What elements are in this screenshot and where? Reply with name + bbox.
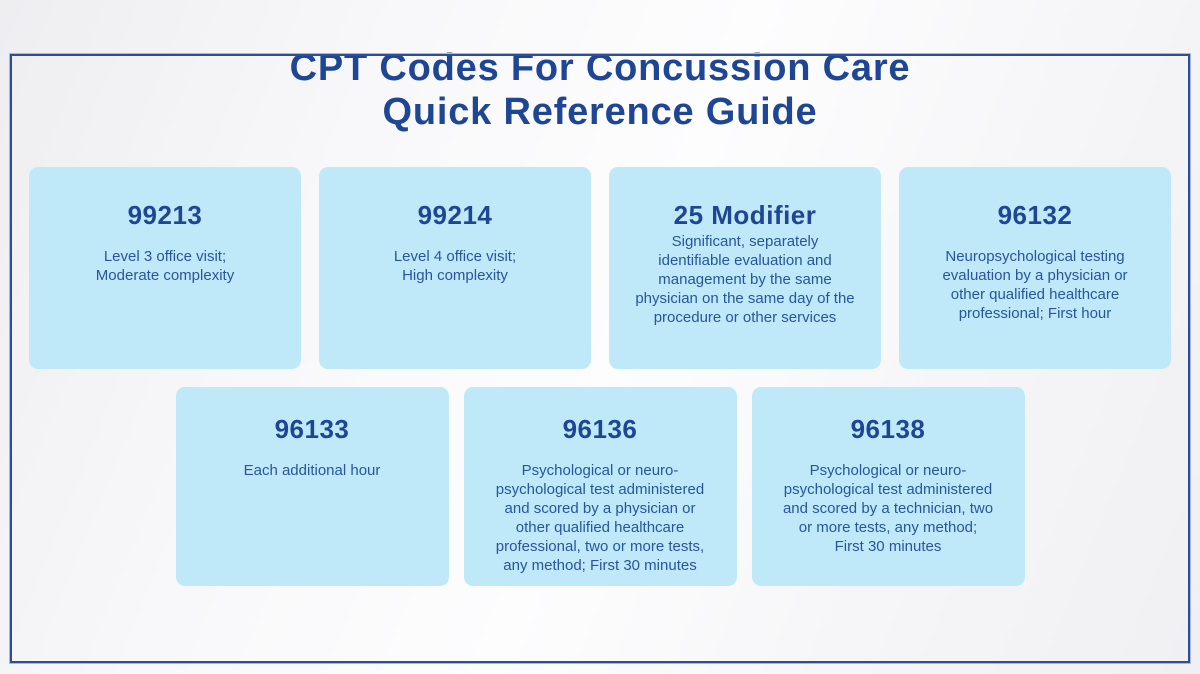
page-title-line2: Quick Reference Guide <box>382 91 818 134</box>
cpt-code: 96132 <box>997 200 1073 231</box>
cpt-description: Significant, separately identifiable eva… <box>635 233 855 326</box>
cpt-code: 96133 <box>274 414 350 445</box>
cpt-code: 96138 <box>850 414 926 445</box>
cpt-code: 25 Modifier <box>673 200 817 231</box>
card-row-bottom: 96133 Each additional hour 96136 Psychol… <box>0 387 1200 587</box>
cpt-description: Each additional hour <box>243 462 381 480</box>
cpt-card-99214: 99214 Level 4 office visit; High complex… <box>319 167 591 370</box>
cpt-description: Psychological or neuro- psychological te… <box>782 462 994 555</box>
cpt-description: Neuropsychological testing evaluation by… <box>942 248 1128 322</box>
cpt-card-96138: 96138 Psychological or neuro- psychologi… <box>751 387 1025 587</box>
cpt-code: 99214 <box>417 200 493 231</box>
card-row-top: 99213 Level 3 office visit; Moderate com… <box>0 167 1200 370</box>
cpt-card-96132: 96132 Neuropsychological testing evaluat… <box>899 167 1171 370</box>
cpt-card-96136: 96136 Psychological or neuro- psychologi… <box>463 387 737 587</box>
cpt-code: 96136 <box>562 414 638 445</box>
cpt-code: 99213 <box>127 200 203 231</box>
cpt-description: Level 3 office visit; Moderate complexit… <box>95 248 235 285</box>
cpt-card-25-modifier: 25 Modifier Significant, separately iden… <box>609 167 881 370</box>
cpt-card-96133: 96133 Each additional hour <box>175 387 449 587</box>
page-title-line1: CPT Codes For Concussion Care <box>289 47 911 89</box>
cpt-description: Psychological or neuro- psychological te… <box>495 462 705 574</box>
cpt-card-99213: 99213 Level 3 office visit; Moderate com… <box>29 167 301 370</box>
cpt-description: Level 4 office visit; High complexity <box>393 248 517 285</box>
